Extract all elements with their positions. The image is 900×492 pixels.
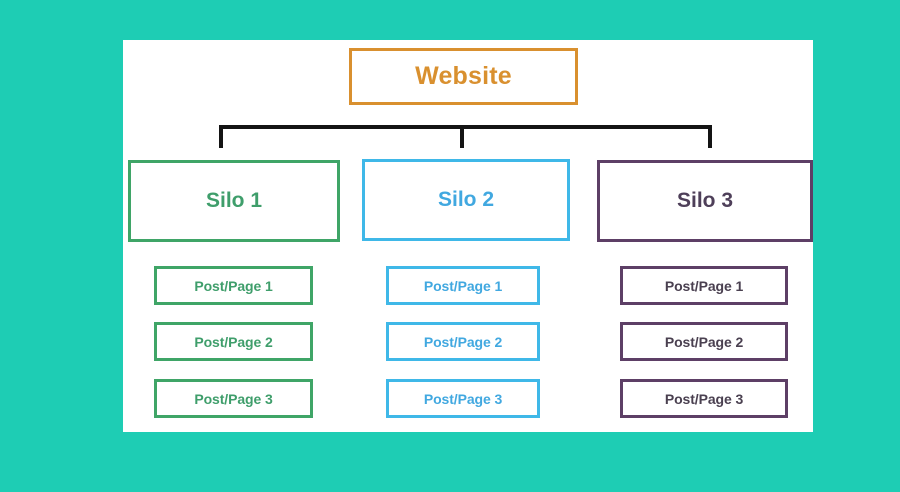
node-silo-1-post-1[interactable]: Post/Page 1 <box>154 266 313 305</box>
node-silo-3-post-2[interactable]: Post/Page 2 <box>620 322 788 361</box>
node-silo-2-post-2[interactable]: Post/Page 2 <box>386 322 540 361</box>
node-silo-1[interactable]: Silo 1 <box>128 160 340 242</box>
node-website[interactable]: Website <box>349 48 578 105</box>
diagram-panel: Website Silo 1 Silo 2 Silo 3 Post/Page 1… <box>123 40 813 432</box>
node-silo-1-post-3[interactable]: Post/Page 3 <box>154 379 313 418</box>
node-silo-2-post-3[interactable]: Post/Page 3 <box>386 379 540 418</box>
node-silo-3[interactable]: Silo 3 <box>597 160 813 242</box>
node-silo-2[interactable]: Silo 2 <box>362 159 570 241</box>
node-silo-3-post-3[interactable]: Post/Page 3 <box>620 379 788 418</box>
node-silo-2-post-1[interactable]: Post/Page 1 <box>386 266 540 305</box>
node-silo-1-post-2[interactable]: Post/Page 2 <box>154 322 313 361</box>
node-silo-3-post-1[interactable]: Post/Page 1 <box>620 266 788 305</box>
